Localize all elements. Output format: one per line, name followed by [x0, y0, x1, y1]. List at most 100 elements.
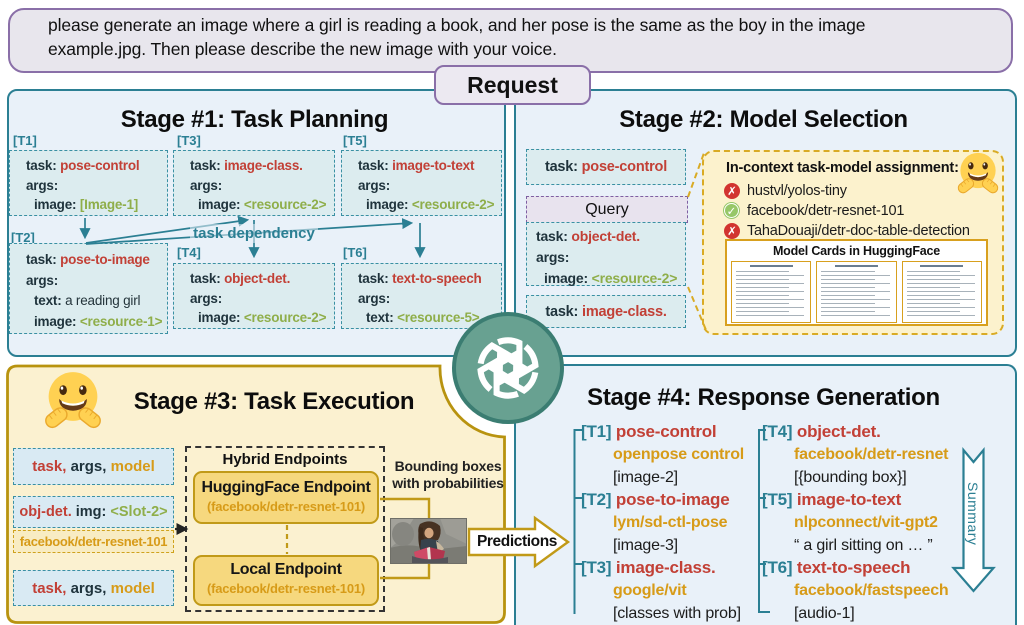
- model-card-thumbnail: [731, 261, 812, 323]
- check-icon: ✓: [724, 203, 739, 218]
- query-task-pose-control: task: pose-control: [526, 149, 686, 185]
- result-task-line: [T1] pose-control: [581, 422, 717, 441]
- task-row: args:: [26, 177, 59, 193]
- task-box-t6: task: text-to-speech args: text: <resour…: [341, 263, 502, 329]
- cross-icon: ✗: [724, 222, 740, 239]
- incontext-title: In-context task-model assignment:: [726, 160, 959, 176]
- result-task-line: [T2] pose-to-image: [581, 490, 730, 509]
- task-label-t5: [T5]: [343, 133, 367, 148]
- huggingface-endpoint-box: HuggingFace Endpoint (facebook/detr-resn…: [193, 471, 379, 524]
- query-task-image-class: task: image-class.: [526, 295, 686, 328]
- endpoint-name: Local Endpoint: [230, 561, 342, 578]
- request-bubble: [8, 8, 1013, 73]
- predictions-label: Predictions: [476, 533, 557, 550]
- summary-label: Summary: [965, 482, 981, 546]
- girl-reading-photo: [390, 518, 467, 564]
- task-row: image: <resource-2>: [544, 270, 678, 286]
- stage1-title: Stage #1: Task Planning: [120, 106, 389, 133]
- result-entry-t6: [T6] text-to-speech facebook/fastspeech …: [762, 556, 949, 625]
- model-card-thumbnail: [816, 261, 897, 323]
- result-model-line: facebook/fastspeech: [794, 582, 949, 599]
- cross-icon: ✗: [724, 182, 740, 199]
- stage4-column-2: [T4] object-det. facebook/detr-resnet [{…: [762, 420, 949, 625]
- task-label-t3: [T3]: [177, 133, 201, 148]
- bounding-boxes-note: Bounding boxes with probabilities: [385, 458, 511, 492]
- task-box-t5: task: image-to-text args: image: <resour…: [341, 150, 502, 216]
- stage4-column-1: [T1] pose-control openpose control [imag…: [581, 420, 744, 624]
- hybrid-endpoints-title: Hybrid Endpoints: [222, 451, 348, 468]
- bounding-note-line: Bounding boxes: [394, 458, 502, 474]
- request-text: please generate an image where a girl is…: [48, 15, 866, 59]
- result-task-line: [T3] image-class.: [581, 558, 716, 577]
- task-row: image: <resource-2>: [198, 197, 327, 212]
- task-row: task: text-to-speech: [358, 271, 482, 286]
- result-task-line: [T4] object-det.: [762, 422, 881, 441]
- task-row: args:: [190, 290, 223, 306]
- result-entry-t5: [T5] image-to-text nlpconnect/vit-gpt2 “…: [762, 488, 948, 557]
- result-output-line: [audio-1]: [794, 605, 855, 622]
- endpoint-model: (facebook/detr-resnet-101): [206, 581, 366, 596]
- result-task-line: [T6] text-to-speech: [762, 558, 911, 577]
- result-output-line: [image-3]: [613, 537, 678, 554]
- task-label-t4: [T4]: [177, 245, 201, 260]
- result-model-line: nlpconnect/vit-gpt2: [794, 514, 938, 531]
- task-row: args:: [536, 249, 570, 265]
- task-row: image: <resource-1>: [34, 313, 163, 329]
- task-args-model-box-top: task, args, model: [13, 448, 174, 485]
- task-row: args:: [190, 177, 223, 193]
- task-row: task: object-det.: [190, 271, 291, 286]
- model-cards-title: Model Cards in HuggingFace: [772, 244, 941, 258]
- task-row: task: pose-control: [26, 158, 140, 173]
- task-row: image: <resource-2>: [198, 310, 327, 325]
- local-endpoint-box: Local Endpoint (facebook/detr-resnet-101…: [193, 555, 379, 606]
- result-model-line: facebook/detr-resnet: [794, 446, 949, 463]
- bounding-note-line: with probabilities: [392, 475, 504, 491]
- candidate-model-1: ✗ hustvl/yolos-tiny: [724, 181, 994, 200]
- result-output-line: [image-2]: [613, 469, 678, 486]
- model-cards-panel: Model Cards in HuggingFace: [725, 239, 988, 326]
- result-model-line: lym/sd-ctl-pose: [613, 514, 728, 531]
- task-row: args:: [358, 177, 391, 193]
- task-row: task: pose-to-image: [26, 252, 150, 267]
- endpoint-name: HuggingFace Endpoint: [201, 479, 371, 496]
- objdet-slot-box: obj-det. img: <Slot-2>: [13, 496, 174, 528]
- task-row: task: image-class.: [190, 158, 303, 173]
- task-row: image: [Image-1]: [34, 197, 139, 212]
- result-output-line: [{bounding box}]: [794, 469, 907, 486]
- task-row: task: image-to-text: [358, 158, 475, 173]
- result-entry-t3: [T3] image-class. google/vit [classes wi…: [581, 556, 744, 625]
- query-task-object-det: task: object-det. args: image: <resource…: [526, 222, 686, 286]
- task-row: text: a reading girl: [34, 293, 141, 308]
- model-card-thumbnail: [901, 261, 982, 323]
- task-box-t1: task: pose-control args: image: [Image-1…: [9, 150, 168, 216]
- task-label-t2: [T2]: [11, 230, 35, 245]
- result-model-line: google/vit: [613, 582, 687, 599]
- result-entry-t1: [T1] pose-control openpose control [imag…: [581, 420, 744, 489]
- task-row: args:: [26, 272, 59, 288]
- candidate-model-2: ✓ facebook/detr-resnet-101: [724, 201, 994, 220]
- result-entry-t4: [T4] object-det. facebook/detr-resnet [{…: [762, 420, 948, 489]
- assigned-model-box: facebook/detr-resnet-101: [13, 530, 174, 553]
- result-model-line: openpose control: [613, 446, 745, 463]
- result-output-line: “ a girl sitting on … ”: [794, 537, 933, 554]
- stage4-title: Stage #4: Response Generation: [587, 384, 940, 411]
- candidate-model-3: ✗ TahaDouaji/detr-doc-table-detection: [724, 221, 994, 240]
- task-box-t2: task: pose-to-image args: text: a readin…: [9, 243, 168, 334]
- task-label-t6: [T6]: [343, 245, 367, 260]
- endpoints-bracket: [380, 497, 431, 580]
- task-dependency-label: task dependency: [190, 224, 318, 243]
- task-label-t1: [T1]: [13, 133, 37, 148]
- task-row: image: <resource-2>: [366, 197, 495, 212]
- result-task-line: [T5] image-to-text: [762, 490, 902, 509]
- task-row: args:: [358, 290, 391, 306]
- result-output-line: [classes with prob]: [613, 605, 741, 622]
- hugging-face-emoji: [42, 371, 104, 431]
- stage3-title: Stage #3: Task Execution: [133, 388, 415, 415]
- stage2-title: Stage #2: Model Selection: [619, 106, 908, 133]
- task-box-t4: task: object-det. args: image: <resource…: [173, 263, 335, 329]
- task-row: text: <resource-5>: [366, 310, 480, 325]
- result-entry-t2: [T2] pose-to-image lym/sd-ctl-pose [imag…: [581, 488, 744, 557]
- query-box: Query: [526, 196, 688, 223]
- task-box-t3: task: image-class. args: image: <resourc…: [173, 150, 335, 216]
